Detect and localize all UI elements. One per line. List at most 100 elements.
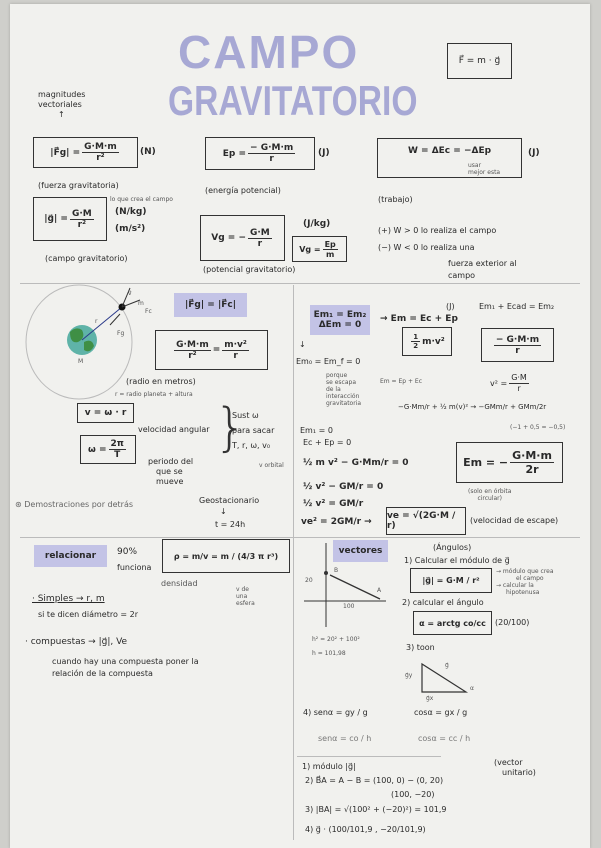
- work-box: W = ΔEc = −ΔEp: [377, 138, 522, 178]
- simple-case: · Simples → r, m: [32, 594, 105, 604]
- fg-unit: (N): [140, 147, 156, 157]
- work-negative-3: campo: [448, 271, 476, 280]
- triangle-gy: g⃗y: [405, 672, 413, 679]
- triangle-gx: g⃗x: [426, 695, 434, 702]
- force-formula-box: F⃗ = m · g⃗: [447, 43, 512, 79]
- velocity-label: v⃗: [128, 290, 132, 297]
- initial-final-energy: Em₀ = Em_f = 0: [296, 357, 361, 366]
- vector-step-2: 2) calcular el ángulo: [402, 598, 484, 607]
- hypotenuse-2: h = 101,98: [312, 650, 346, 657]
- mass-label: m: [138, 300, 144, 307]
- radius-definition: r = radio planeta + altura: [115, 391, 193, 398]
- demonstrations-note: ⊛ Demostraciones por detrás: [15, 500, 134, 509]
- graph-y-value: 20: [305, 577, 313, 584]
- graph-x-value: 100: [343, 603, 355, 610]
- triangle-diagram: [421, 662, 469, 693]
- ep-caption: (energía potencial): [205, 186, 281, 195]
- energy-expansion: −G·Mm/r + ½ m(v)² → −GMm/r + GMm/2r: [398, 403, 547, 411]
- triangle-g: g⃗: [445, 662, 449, 669]
- vg-unit: (J/kg): [303, 219, 331, 229]
- fc-label: Fc: [145, 308, 152, 315]
- works-note: funciona: [117, 563, 152, 572]
- work-caption: (trabajo): [378, 195, 413, 204]
- brace: }: [214, 398, 248, 458]
- vectors-highlight: vectores: [333, 540, 388, 562]
- field-note: lo que crea el campo: [110, 196, 173, 203]
- energy-unit: (J): [446, 302, 455, 311]
- vector-step-3: 3) toon: [406, 643, 435, 652]
- radius-label: r: [95, 318, 98, 325]
- angle-values: (20/100): [495, 618, 530, 627]
- density-box: ρ = m/v = m / (4/3 π r³): [162, 539, 290, 573]
- work-negative: (−) W < 0 lo realiza una: [378, 243, 475, 252]
- angle-box: α = arctg co/cc: [413, 611, 492, 635]
- compound-note-1: cuando hay una compuesta poner la: [52, 657, 199, 666]
- fg-caption: (fuerza gravitatoria): [38, 181, 119, 190]
- geo-arrow: ↓: [220, 507, 227, 516]
- fg-equals-fc-highlight: |F⃗g| = |F⃗c|: [174, 293, 247, 317]
- field-caption: (campo gravitatorio): [45, 254, 128, 263]
- field-unit-1: (N/kg): [115, 207, 147, 217]
- work-positive: (+) W > 0 lo realiza el campo: [378, 226, 497, 235]
- percent-note: 90%: [117, 547, 138, 557]
- geostationary-label: Geostacionario: [199, 496, 260, 505]
- mechanical-energy-def: → Em = Ec + Ep: [380, 314, 458, 324]
- unit-step-3: 3) |BA| = √(100² + (−20)²) = 101,9: [305, 805, 447, 814]
- title-line-2: GRAVITATORIO: [168, 77, 418, 124]
- escape-step-6: ve² = 2GM/r →: [301, 517, 372, 527]
- hypotenuse-1: h² = 20² + 100²: [312, 636, 360, 643]
- energy-arrow: ↓: [299, 340, 306, 349]
- ep-unit: (J): [318, 148, 330, 158]
- density-label: densidad: [161, 579, 198, 588]
- orbit-diagram: [25, 284, 141, 400]
- escape-step-4: ½ v² − GM/r = 0: [303, 482, 384, 492]
- escape-velocity-caption: (velocidad de escape): [470, 516, 559, 525]
- linear-velocity-box: v = ω · r: [77, 403, 134, 423]
- compound-case: · compuestas → |g⃗|, Ve: [25, 637, 128, 647]
- vg-caption: (potencial gravitatorio): [203, 265, 296, 274]
- angles-label: (Ángulos): [433, 543, 472, 552]
- escape-step-1: Em₁ = 0: [300, 426, 333, 435]
- planet-mass-label: M: [78, 358, 84, 365]
- escape-velocity-box: ve = √(2G·M / r): [386, 507, 466, 535]
- sine-formula-2: senα = co / h: [318, 734, 372, 743]
- triangle-alpha: α: [470, 685, 474, 692]
- compound-note-2: relación de la compuesta: [52, 669, 153, 678]
- notebook-page: [10, 4, 590, 848]
- work-unit: (J): [528, 148, 540, 158]
- fg-label: Fg: [117, 330, 125, 337]
- field-unit-2: (m/s²): [115, 224, 146, 234]
- point-a: A: [377, 587, 382, 594]
- divider-vertical: [293, 285, 294, 840]
- cosine-formula: cosα = gx / g: [414, 708, 468, 717]
- angular-velocity-note: velocidad angular: [138, 425, 210, 434]
- orbital-velocity-note: v orbital: [259, 462, 284, 469]
- work-negative-2: fuerza exterior al: [448, 259, 517, 268]
- energy-sum-note: Em₁ + Ecad = Em₂: [479, 302, 555, 311]
- energy-equation: Em = Ep + Ec: [380, 378, 423, 385]
- unit-step-2: 2) B⃗A = A − B = (100, 0) − (0, 20): [305, 776, 444, 785]
- escape-step-3: ½ m v² − G·Mm/r = 0: [303, 458, 409, 468]
- escape-step-5: ½ v² = GM/r: [303, 499, 364, 509]
- coefficient-calc: (−1 + 0,5 = −0,5): [510, 424, 566, 431]
- cosine-formula-2: cosα = cc / h: [418, 734, 471, 743]
- divider-top: [20, 283, 580, 284]
